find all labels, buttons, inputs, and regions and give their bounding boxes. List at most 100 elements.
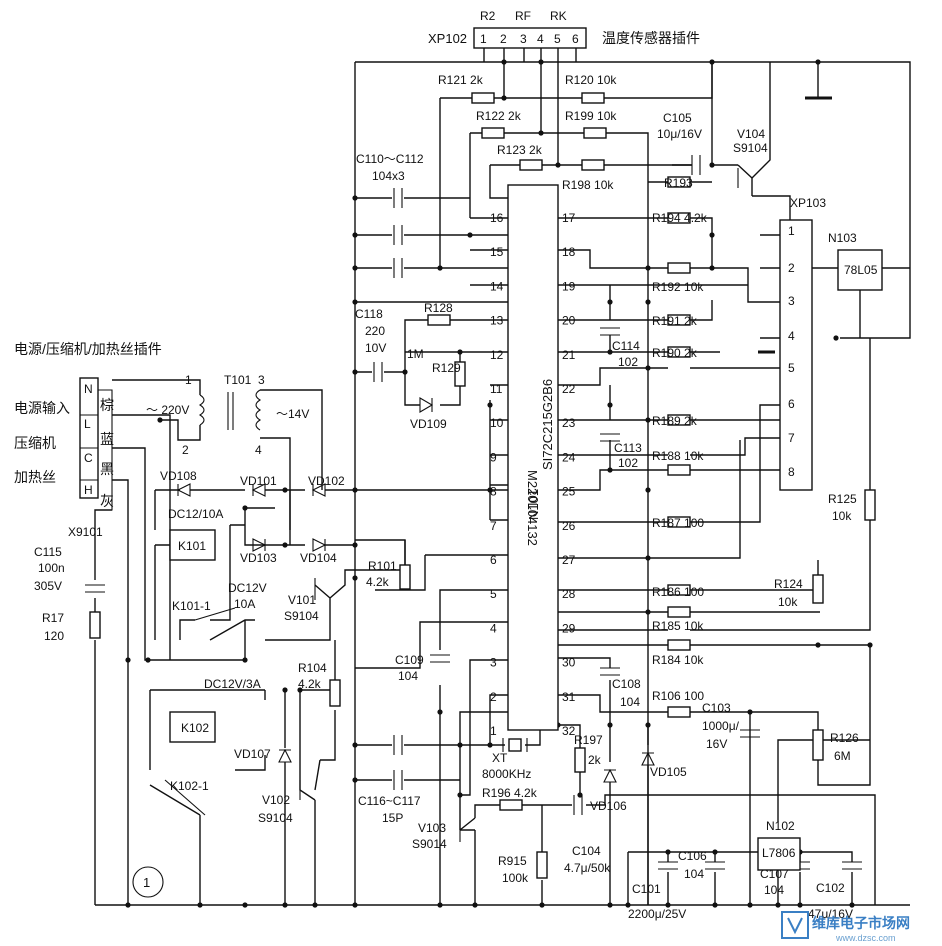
label-c109: C109	[395, 653, 424, 667]
label-r17: R17	[42, 611, 64, 625]
label-r915-value: 100k	[502, 871, 529, 885]
terminal-l: L	[84, 417, 91, 431]
wire-color-brown: 棕	[100, 397, 114, 413]
xp103-pin-5: 5	[788, 361, 795, 375]
label-c113: C113	[614, 441, 642, 455]
chip-pin-numbers: 1615141312111098765432117181920212223242…	[490, 211, 576, 738]
chip-pin-left-4: 4	[490, 621, 497, 635]
chip-pin-left-1: 1	[490, 724, 497, 738]
label-c113-value: 102	[618, 456, 638, 470]
wire-color-blue: 蓝	[100, 431, 114, 447]
label-t101-pin2: 2	[182, 443, 189, 457]
left-panel-title: 电源/压缩机/加热丝插件	[14, 341, 162, 357]
chip-pin-right-21: 21	[562, 348, 576, 362]
label-x9101: X9101	[68, 525, 103, 539]
label-r198: R198 10k	[562, 178, 614, 192]
label-r197-value: 2k	[588, 753, 602, 767]
label-r185: R185 10k	[652, 619, 704, 633]
label-r125: R125	[828, 492, 857, 506]
label-c109-value: 104	[398, 669, 418, 683]
label-1m: 1M	[407, 347, 424, 361]
chip-pin-right-24: 24	[562, 450, 576, 464]
chip-pin-left-8: 8	[490, 485, 497, 499]
label-c103-voltage: 16V	[706, 737, 727, 751]
label-10a: 10A	[234, 597, 255, 611]
label-v104: V104	[737, 127, 765, 141]
label-c118-value: 220	[365, 324, 385, 338]
chip-pin-left-12: 12	[490, 348, 504, 362]
chip-n101-body	[507, 184, 559, 731]
chip-pin-left-2: 2	[490, 690, 497, 704]
xp102-pin-6: 6	[572, 32, 579, 46]
xp103-pin-8: 8	[788, 465, 795, 479]
chip-pin-right-22: 22	[562, 382, 576, 396]
wires	[94, 48, 911, 906]
label-v104-part: S9104	[733, 141, 768, 155]
chip-pin-left-15: 15	[490, 245, 504, 259]
left-panel-row-heater: 加热丝	[14, 469, 56, 485]
xp103-pin-3: 3	[788, 294, 795, 308]
label-t101-pin3: 3	[258, 373, 265, 387]
chip-pin-right-27: 27	[562, 553, 576, 567]
label-r121: R121 2k	[438, 73, 484, 87]
label-v101: V101	[288, 593, 316, 607]
label-l7806: L7806	[762, 846, 796, 860]
figure-number: 1	[143, 875, 150, 890]
label-r191: R191 2k	[652, 314, 698, 328]
label-c110: C110～C112	[356, 152, 424, 166]
label-r126: R126	[830, 731, 859, 745]
label-c102: C102	[816, 881, 845, 895]
transistors	[299, 168, 753, 842]
label-vd105: VD105	[650, 765, 687, 779]
chip-pin-left-16: 16	[490, 211, 504, 225]
label-r129: R129	[432, 361, 461, 375]
xp103-pin-4: 4	[788, 329, 795, 343]
label-c116-value: 15P	[382, 811, 403, 825]
label-c108: C108	[612, 677, 641, 691]
chip-pin-right-18: 18	[562, 245, 576, 259]
label-n103: N103	[828, 231, 857, 245]
junction-dots	[125, 59, 873, 908]
label-k102-1: K102-1	[170, 779, 209, 793]
chip-pin-left-7: 7	[490, 519, 497, 533]
label-r120: R120 10k	[565, 73, 617, 87]
label-14v: ～14V	[276, 407, 309, 421]
label-78l05: 78L05	[844, 263, 878, 277]
chip-pin-left-9: 9	[490, 450, 497, 464]
terminal-n: N	[84, 382, 93, 396]
label-vd102: VD102	[308, 474, 345, 488]
label-r199: R199 10k	[565, 109, 617, 123]
label-c101-value: 2200μ/25V	[628, 907, 686, 921]
chip-part-1: SI72C215G2B6	[540, 379, 555, 470]
xp102-name: XP102	[428, 31, 467, 46]
label-vd107: VD107	[234, 747, 271, 761]
xp102-pin-5: 5	[554, 32, 561, 46]
xp102-label-rk: RK	[550, 9, 567, 23]
terminal-c: C	[84, 451, 93, 465]
left-panel-row-power: 电源输入	[14, 400, 70, 416]
label-c105-value: 10μ/16V	[657, 127, 702, 141]
label-dc12v: DC12V	[228, 581, 267, 595]
label-r187: R187 100	[652, 516, 704, 530]
n103-regulator	[837, 249, 883, 291]
xp103-pin-1: 1	[788, 224, 795, 238]
chip-pin-left-14: 14	[490, 279, 504, 293]
label-c104-value: 4.7μ/50k	[564, 861, 611, 875]
terminal-h: H	[84, 483, 93, 497]
label-r125-value: 10k	[832, 509, 852, 523]
chip-pin-right-29: 29	[562, 621, 576, 635]
label-k101-1: K101-1	[172, 599, 211, 613]
label-t101-pin1: 1	[185, 373, 192, 387]
label-r184: R184 10k	[652, 653, 704, 667]
xp102-pin-1: 1	[480, 32, 487, 46]
chip-pin-right-32: 32	[562, 724, 576, 738]
label-c114: C114	[612, 339, 640, 353]
xp102-pin-3: 3	[520, 32, 527, 46]
chip-name: N101	[526, 489, 541, 520]
label-c106: C106	[678, 849, 707, 863]
chip-pin-right-17: 17	[562, 211, 576, 225]
wire-color-black: 黑	[100, 461, 114, 477]
label-c114-value: 102	[618, 355, 638, 369]
label-c101: C101	[632, 882, 661, 896]
